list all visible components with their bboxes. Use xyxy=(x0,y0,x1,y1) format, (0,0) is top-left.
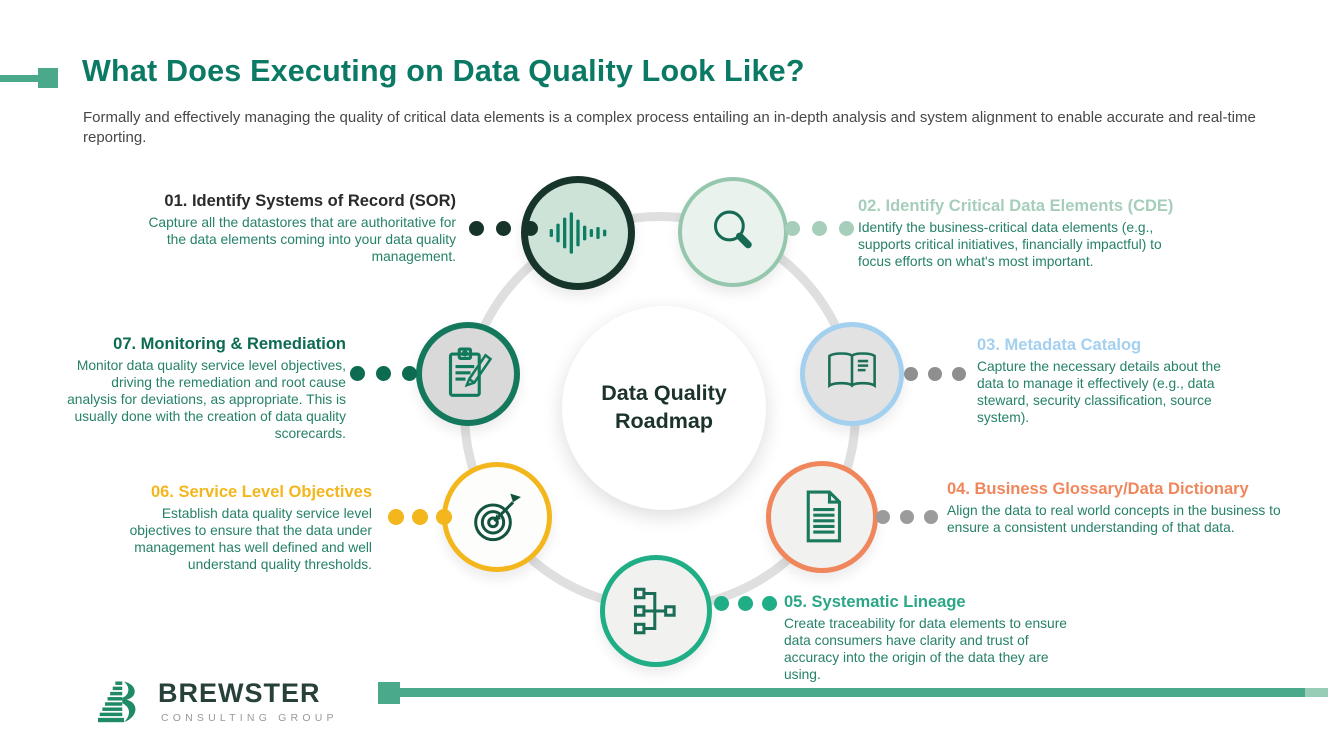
step-04-title: 04. Business Glossary/Data Dictionary xyxy=(947,480,1249,498)
target-icon xyxy=(465,485,529,549)
connector-dot xyxy=(928,367,942,381)
step-05-connector-dots xyxy=(714,596,777,611)
brewster-logo-text: BREWSTER xyxy=(158,678,321,708)
connector-dot xyxy=(762,596,777,611)
connector-dot xyxy=(436,509,452,525)
connector-dot xyxy=(412,509,428,525)
page-subtitle: Formally and effectively managing the qu… xyxy=(83,109,1256,147)
step-04-circle xyxy=(766,461,878,573)
step-04-connector-dots xyxy=(876,510,938,524)
step-01-body: Capture all the datastores that are auth… xyxy=(148,214,456,265)
step-02-connector-dots xyxy=(785,221,854,236)
connector-dot xyxy=(496,221,511,236)
step-07-body: Monitor data quality service level objec… xyxy=(67,357,346,442)
open-book-icon xyxy=(821,343,883,405)
connector-dot xyxy=(839,221,854,236)
step-02-circle xyxy=(678,177,788,287)
connector-dot xyxy=(924,510,938,524)
connector-dot xyxy=(904,367,918,381)
brewster-logo-mark xyxy=(98,676,150,737)
step-01-connector-dots xyxy=(469,221,538,236)
step-04-body: Align the data to real world concepts in… xyxy=(947,502,1281,536)
step-01-text: 01. Identify Systems of Record (SOR) Cap… xyxy=(130,192,456,265)
connector-dot xyxy=(900,510,914,524)
connector-dot xyxy=(785,221,800,236)
document-icon xyxy=(792,486,852,548)
step-07-text: 07. Monitoring & Remediation Monitor dat… xyxy=(58,335,346,442)
step-02-title: 02. Identify Critical Data Elements (CDE… xyxy=(858,197,1174,215)
connector-dot xyxy=(469,221,484,236)
lineage-hierarchy-icon xyxy=(627,582,685,640)
center-label: Data Quality Roadmap xyxy=(601,381,727,433)
step-06-circle xyxy=(442,462,552,572)
step-03-title: 03. Metadata Catalog xyxy=(977,336,1142,354)
page-title: What Does Executing on Data Quality Look… xyxy=(82,54,805,88)
step-06-title: 06. Service Level Objectives xyxy=(150,483,372,501)
step-06-body: Establish data quality service level obj… xyxy=(129,505,372,573)
connector-dot xyxy=(523,221,538,236)
step-04-text: 04. Business Glossary/Data Dictionary Al… xyxy=(947,480,1299,536)
step-02-body: Identify the business-critical data elem… xyxy=(858,219,1162,270)
step-01-circle xyxy=(521,176,635,290)
connector-dot xyxy=(350,366,365,381)
connector-dot xyxy=(376,366,391,381)
connector-dot xyxy=(952,367,966,381)
clipboard-pencil-icon xyxy=(438,343,498,405)
step-03-connector-dots xyxy=(904,367,966,381)
connector-dot xyxy=(812,221,827,236)
footer-accent-bar-end xyxy=(1305,688,1328,697)
connector-dot xyxy=(714,596,729,611)
step-03-text: 03. Metadata Catalog Capture the necessa… xyxy=(977,336,1229,426)
step-05-body: Create traceability for data elements to… xyxy=(784,615,1067,683)
step-05-title: 05. Systematic Lineage xyxy=(784,593,966,611)
step-06-text: 06. Service Level Objectives Establish d… xyxy=(120,483,372,573)
step-07-connector-dots xyxy=(350,366,417,381)
step-07-circle xyxy=(416,322,520,426)
connector-dot xyxy=(402,366,417,381)
step-02-text: 02. Identify Critical Data Elements (CDE… xyxy=(858,197,1176,270)
top-accent-square xyxy=(38,68,58,88)
center-circle: Data Quality Roadmap xyxy=(562,306,766,510)
step-06-connector-dots xyxy=(388,509,452,525)
step-05-circle xyxy=(600,555,712,667)
step-03-circle xyxy=(800,322,904,426)
connector-dot xyxy=(388,509,404,525)
waveform-icon xyxy=(547,210,609,256)
step-05-text: 05. Systematic Lineage Create traceabili… xyxy=(784,593,1068,683)
step-01-title: 01. Identify Systems of Record (SOR) xyxy=(164,192,456,210)
brewster-logo-tagline: CONSULTING GROUP xyxy=(161,712,338,724)
step-03-body: Capture the necessary details about the … xyxy=(977,358,1221,426)
footer-accent-bar xyxy=(392,688,1305,697)
connector-dot xyxy=(876,510,890,524)
magnifier-icon xyxy=(704,203,762,261)
footer-accent-square xyxy=(378,682,400,704)
step-07-title: 07. Monitoring & Remediation xyxy=(113,335,346,353)
top-accent-line xyxy=(0,75,42,82)
connector-dot xyxy=(738,596,753,611)
